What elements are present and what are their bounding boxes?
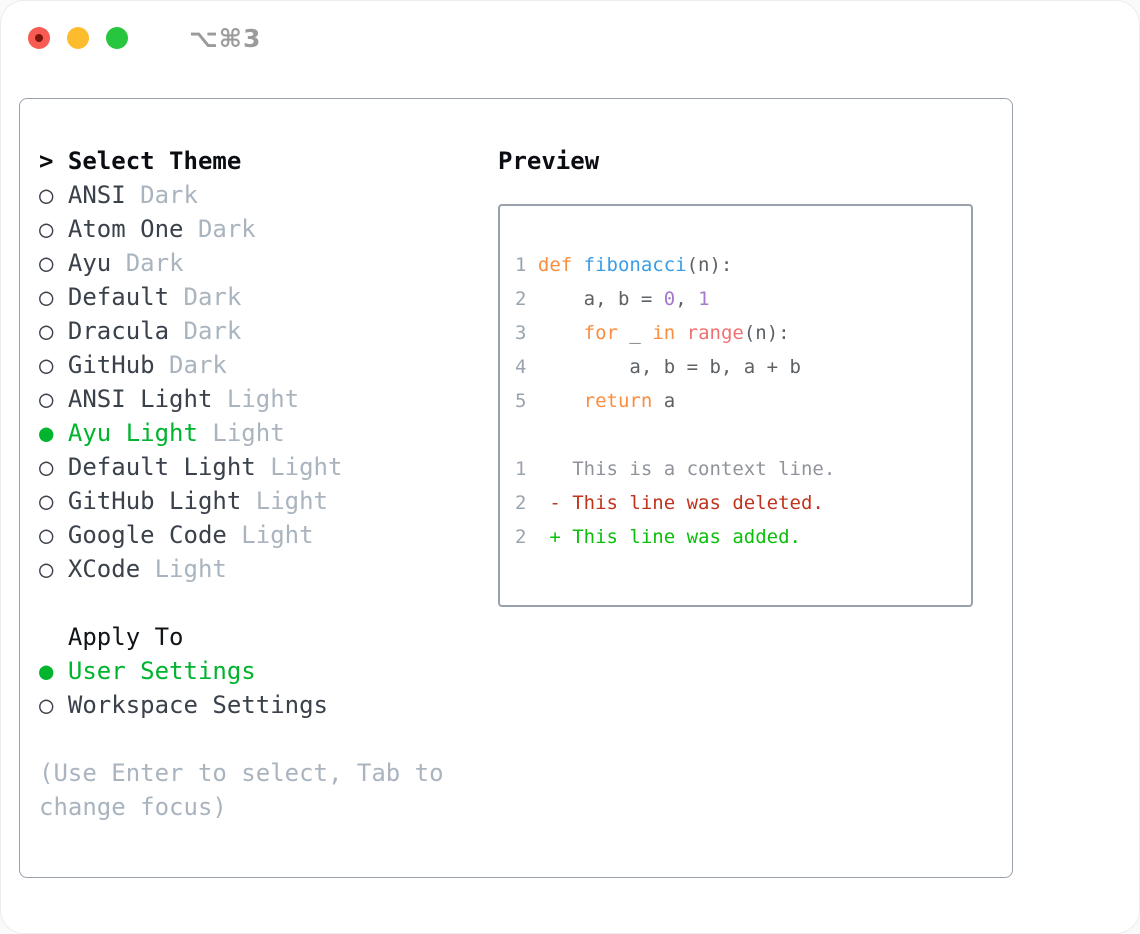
window-shortcut-label: ⌥⌘3 (189, 23, 262, 53)
radio-icon: ○ (39, 385, 68, 413)
apply-option[interactable]: ● User Settings (39, 654, 498, 688)
preview-title: Preview (498, 147, 600, 175)
apply-option-label: User Settings (67, 657, 256, 685)
theme-list-title: Select Theme (67, 147, 242, 175)
theme-item[interactable]: ○ ANSI Dark (39, 178, 498, 212)
theme-item-label: Default Light (67, 453, 256, 481)
theme-item-tag: Dark (111, 249, 184, 277)
code-preview: 1 def fibonacci(n): 2 a, b = 0, 1 3 for _ … (515, 214, 971, 554)
zoom-button[interactable] (106, 27, 128, 49)
titlebar: ⌥⌘3 (1, 1, 1139, 75)
radio-icon: ○ (39, 249, 68, 277)
theme-item[interactable]: ○ Default Dark (39, 280, 498, 314)
radio-icon: ○ (39, 351, 68, 379)
theme-item[interactable]: ○ Ayu Dark (39, 246, 498, 280)
theme-item-tag: Light (197, 419, 285, 447)
theme-item-label: Dracula (67, 317, 170, 345)
spacer (39, 722, 498, 756)
theme-item-label: Ayu Light (67, 419, 198, 447)
radio-icon: ○ (39, 521, 68, 549)
theme-item-label: ANSI (67, 181, 126, 209)
theme-list-header: > Select Theme (39, 144, 498, 178)
theme-item[interactable]: ○ Google Code Light (39, 518, 498, 552)
radio-icon: ○ (39, 555, 68, 583)
minimize-button[interactable] (67, 27, 89, 49)
theme-item-tag: Light (241, 487, 328, 515)
theme-item-label: Default (67, 283, 170, 311)
spacer (39, 586, 498, 620)
theme-item-tag: Light (226, 521, 314, 549)
theme-item[interactable]: ○ XCode Light (39, 552, 498, 586)
radio-icon: ○ (39, 317, 68, 345)
theme-list: ○ ANSI Dark○ Atom One Dark○ Ayu Dark○ De… (39, 178, 498, 586)
apply-option-label: Workspace Settings (67, 691, 328, 719)
code-line: 5 return a (515, 390, 676, 412)
theme-item[interactable]: ● Ayu Light Light (39, 416, 498, 450)
theme-item-tag: Dark (125, 181, 198, 209)
apply-to-options: ● User Settings○ Workspace Settings (39, 654, 498, 722)
code-line: 2 - This line was deleted. (515, 492, 824, 514)
theme-item-tag: Dark (169, 283, 242, 311)
radio-icon: ● (39, 657, 68, 685)
theme-item[interactable]: ○ Atom One Dark (39, 212, 498, 246)
preview-column: Preview 1 def fibonacci(n): 2 a, b = 0, 1… (498, 144, 1012, 877)
apply-to-label: Apply To (67, 623, 184, 651)
radio-icon: ● (39, 419, 68, 447)
help-text-line-2: change focus) (39, 793, 227, 821)
code-line (515, 418, 971, 452)
close-button[interactable] (28, 27, 50, 49)
theme-panel: > Select Theme ○ ANSI Dark○ Atom One Dar… (19, 98, 1013, 878)
theme-list-column: > Select Theme ○ ANSI Dark○ Atom One Dar… (39, 144, 498, 877)
theme-item[interactable]: ○ GitHub Light Light (39, 484, 498, 518)
theme-item-tag: Dark (169, 317, 242, 345)
code-line (515, 214, 971, 248)
code-line: 1 This is a context line. (515, 458, 836, 480)
theme-item-label: GitHub (67, 351, 155, 379)
theme-item-label: XCode (67, 555, 141, 583)
theme-item-tag: Light (255, 453, 343, 481)
theme-item-tag: Light (212, 385, 300, 413)
cursor-icon: > (39, 147, 54, 175)
apply-option[interactable]: ○ Workspace Settings (39, 688, 498, 722)
theme-item-label: Atom One (67, 215, 184, 243)
radio-icon: ○ (39, 691, 68, 719)
theme-item-tag: Light (140, 555, 227, 583)
theme-item[interactable]: ○ ANSI Light Light (39, 382, 498, 416)
theme-item-label: GitHub Light (67, 487, 242, 515)
theme-item-label: Ayu (67, 249, 112, 277)
theme-item-label: ANSI Light (67, 385, 213, 413)
code-line: 2 + This line was added. (515, 526, 801, 548)
code-line: 2 a, b = 0, 1 (515, 288, 710, 310)
apply-to-header: Apply To (39, 620, 498, 654)
radio-icon: ○ (39, 181, 68, 209)
radio-icon: ○ (39, 487, 68, 515)
theme-item[interactable]: ○ GitHub Dark (39, 348, 498, 382)
code-line: 4 a, b = b, a + b (515, 356, 801, 378)
radio-icon: ○ (39, 215, 68, 243)
theme-item-label: Google Code (67, 521, 227, 549)
theme-item[interactable]: ○ Default Light Light (39, 450, 498, 484)
theme-item-tag: Dark (183, 215, 256, 243)
theme-item[interactable]: ○ Dracula Dark (39, 314, 498, 348)
radio-icon: ○ (39, 453, 68, 481)
help-text-line-1: (Use Enter to select, Tab to (39, 759, 444, 787)
code-line: 1 def fibonacci(n): (515, 254, 733, 276)
preview-box: 1 def fibonacci(n): 2 a, b = 0, 1 3 for _ … (498, 204, 973, 607)
radio-icon: ○ (39, 283, 68, 311)
theme-item-tag: Dark (154, 351, 227, 379)
code-line: 3 for _ in range(n): (515, 322, 790, 344)
close-dot-icon (35, 34, 43, 42)
